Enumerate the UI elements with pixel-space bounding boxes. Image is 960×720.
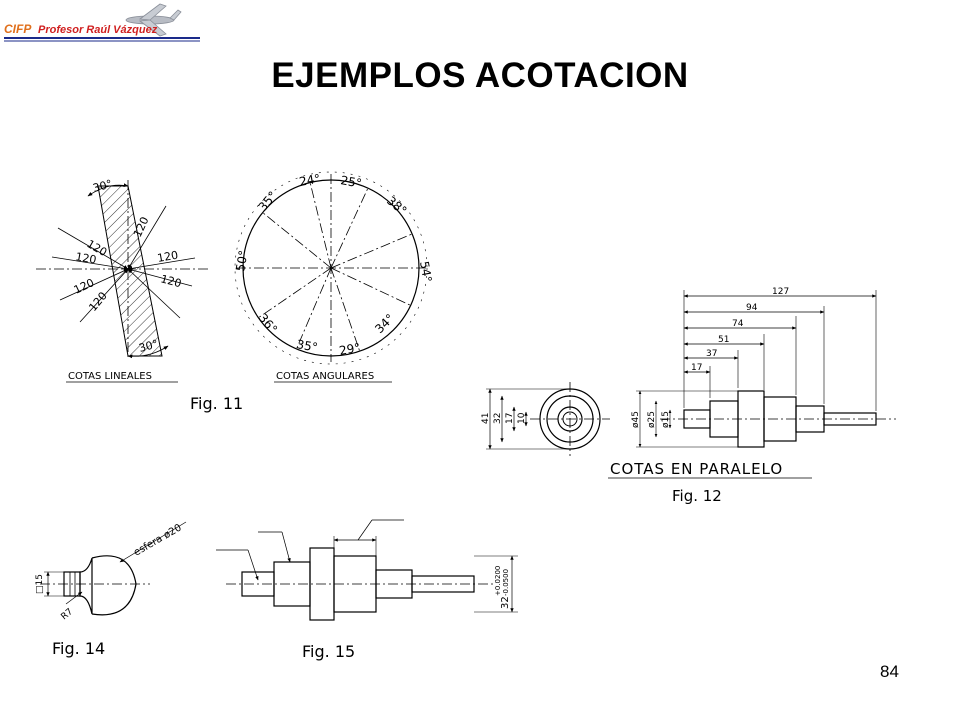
slide-title: EJEMPLOS ACOTACION [271, 56, 689, 95]
fig11-lineal-caption: COTAS LINEALES [68, 371, 152, 382]
fig12-label: COTAS EN PARALELO [610, 460, 783, 478]
side-dim-label: 41 [481, 413, 491, 424]
fig15-caption: Fig. 15 [302, 642, 355, 661]
angular-dim-label: 38° [384, 194, 409, 218]
parallel-dim-label: 17 [691, 363, 702, 373]
sphere-dim-label: esfera ø20 [132, 522, 184, 558]
fig12-end-view [486, 382, 610, 456]
parallel-dim-label: 51 [718, 335, 729, 345]
fig12-top-labels: 127 94 74 51 37 17 ø45 ø25 ø15 [631, 287, 789, 428]
angular-dim-label: 35° [256, 189, 280, 214]
diam-dim-label: ø25 [647, 411, 657, 428]
tolerance-upper: +0.0200 [494, 566, 502, 596]
fig11-angular-drawing [234, 171, 428, 365]
parallel-dim-label: 37 [706, 349, 717, 359]
tolerance-value: 32 [500, 596, 511, 609]
logo-author: Profesor Raúl Vázquez [38, 24, 158, 36]
side-dim-label: 32 [493, 413, 503, 424]
fig14-drawing [40, 521, 187, 616]
lineal-dim-label: 30° [91, 177, 113, 195]
logo-cifp: CIFP [4, 22, 32, 36]
angular-dim-label: 34° [372, 311, 397, 336]
fig15-drawing [216, 519, 518, 621]
diam-dim-label: ø45 [631, 411, 641, 428]
angular-dim-label: 35° [295, 337, 318, 354]
fig12-caption: Fig. 12 [672, 487, 722, 505]
lineal-dim-label: 120 [72, 276, 97, 297]
parallel-dim-label: 127 [772, 287, 789, 297]
fig15-labels: 32 +0.0200 -0.0500 Fig. 15 [302, 566, 511, 661]
fig12-shaft [636, 290, 896, 448]
lineal-dim-label: 120 [159, 272, 183, 290]
angular-dim-label: 54° [417, 260, 434, 283]
diam-dim-label: ø15 [661, 411, 671, 428]
side-dim-label: 10 [517, 412, 527, 424]
angular-dim-label: 29° [338, 340, 361, 357]
angular-dim-label: 50° [233, 249, 250, 272]
angular-dim-label: 36° [256, 311, 280, 336]
square-dim-label: □15 [35, 574, 45, 594]
angular-dim-label: 24° [298, 171, 321, 188]
airplane-icon [125, 3, 182, 37]
fig12-side-labels: 41 32 17 10 [481, 412, 527, 424]
tolerance-lower: -0.0500 [502, 569, 510, 596]
fig14-labels: esfera ø20 □15 R7 Fig. 14 [35, 522, 184, 658]
fig11-lineal-drawing [36, 180, 208, 360]
radius-dim-label: R7 [60, 607, 76, 622]
lineal-dim-label: 120 [156, 249, 179, 265]
page-number: 84 [880, 662, 899, 681]
side-dim-label: 17 [505, 413, 515, 424]
fig11-angular-labels: 24° 25° 38° 54° 34° 29° 35° 36° 50° 35° [233, 171, 434, 357]
parallel-dim-label: 74 [732, 319, 744, 329]
fig11-angular-caption: COTAS ANGULARES [276, 371, 374, 382]
parallel-dim-label: 94 [746, 303, 758, 313]
lineal-dim-label: 120 [74, 250, 97, 266]
lineal-dim-label: 30° [137, 337, 159, 355]
angular-dim-label: 25° [339, 173, 362, 190]
fig11-caption: Fig. 11 [190, 394, 243, 413]
fig14-caption: Fig. 14 [52, 639, 105, 658]
cifp-logo: CIFP Profesor Raúl Vázquez [4, 3, 200, 42]
